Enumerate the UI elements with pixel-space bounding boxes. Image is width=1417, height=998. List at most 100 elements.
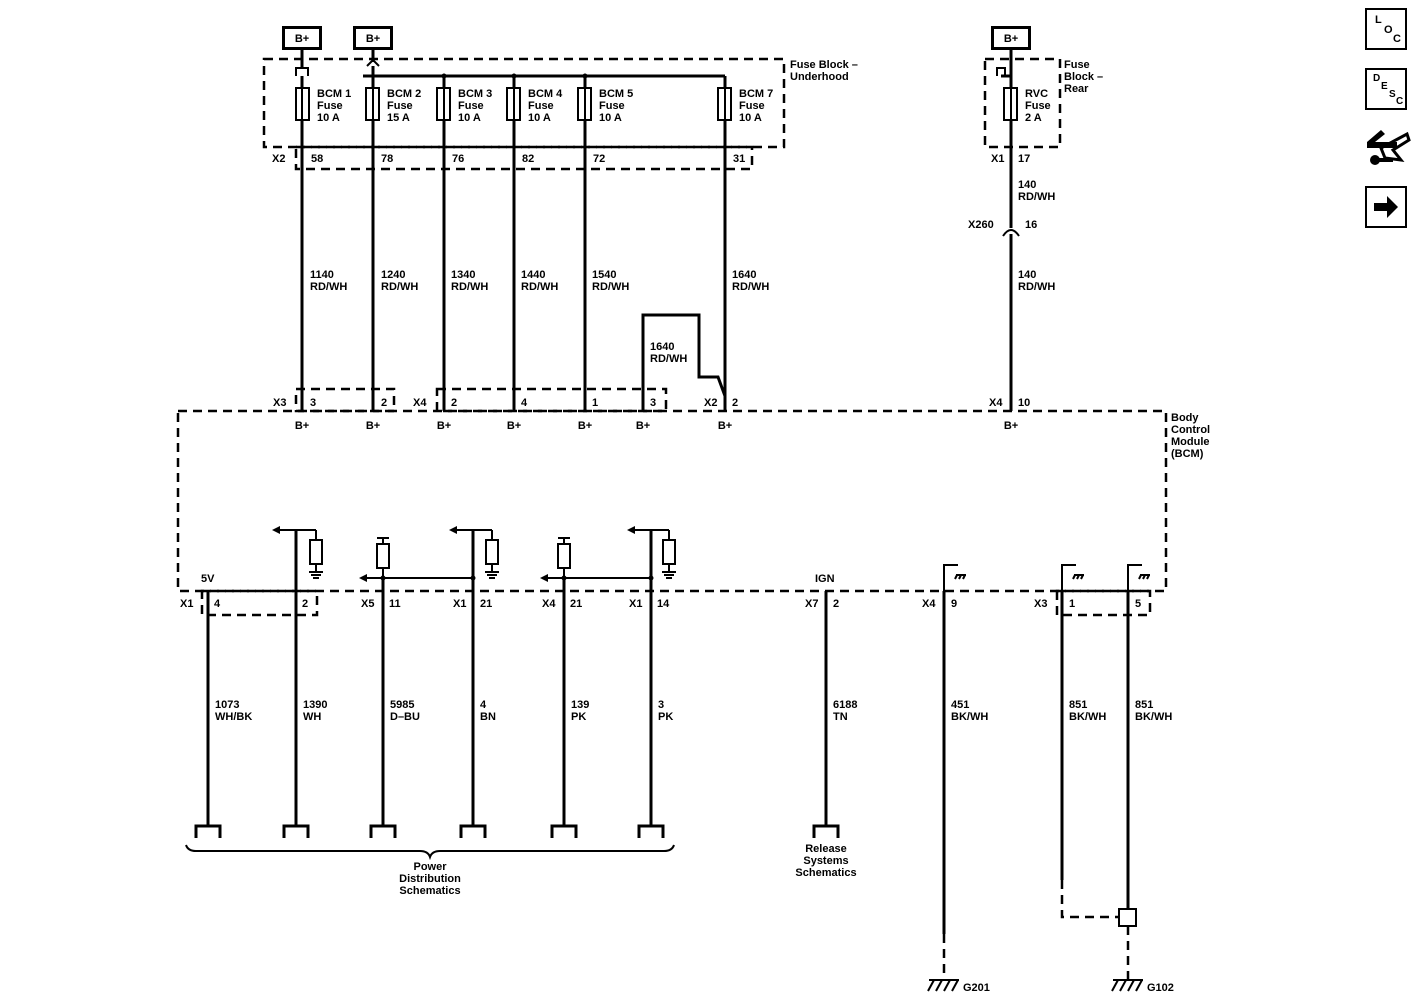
svg-text:1640: 1640 xyxy=(650,341,674,353)
svg-text:Fuse: Fuse xyxy=(1064,59,1090,71)
svg-text:4: 4 xyxy=(214,598,221,610)
svg-text:IGN: IGN xyxy=(815,573,835,585)
svg-text:Power: Power xyxy=(413,861,447,873)
svg-text:Fuse: Fuse xyxy=(458,100,484,112)
loc-icon[interactable]: L O C xyxy=(1365,8,1407,50)
svg-text:RD/WH: RD/WH xyxy=(1018,191,1055,203)
svg-text:BCM 5: BCM 5 xyxy=(599,88,633,100)
svg-text:PK: PK xyxy=(658,711,673,723)
svg-text:851: 851 xyxy=(1135,699,1153,711)
svg-text:X260: X260 xyxy=(968,219,994,231)
svg-text:RD/WH: RD/WH xyxy=(521,281,558,293)
svg-text:D–BU: D–BU xyxy=(390,711,420,723)
svg-text:10 A: 10 A xyxy=(599,112,622,124)
svg-text:B+: B+ xyxy=(437,420,451,432)
svg-text:B+: B+ xyxy=(1004,33,1018,45)
svg-text:X4: X4 xyxy=(542,598,556,610)
svg-text:3: 3 xyxy=(650,397,656,409)
ground-g201: G201 xyxy=(927,934,990,994)
svg-text:16: 16 xyxy=(1025,219,1037,231)
svg-text:Release: Release xyxy=(805,843,847,855)
svg-text:RD/WH: RD/WH xyxy=(451,281,488,293)
plug-icon xyxy=(1367,130,1411,165)
svg-text:1073: 1073 xyxy=(215,699,239,711)
svg-text:2: 2 xyxy=(833,598,839,610)
svg-text:RD/WH: RD/WH xyxy=(1018,281,1055,293)
svg-text:3: 3 xyxy=(658,699,664,711)
svg-text:X1: X1 xyxy=(180,598,193,610)
svg-text:X1: X1 xyxy=(991,153,1004,165)
svg-text:X4: X4 xyxy=(413,397,427,409)
svg-text:WH/BK: WH/BK xyxy=(215,711,252,723)
fuse-block-underhood: Fuse Block – Underhood BCM 1 Fuse xyxy=(262,50,858,171)
svg-text:1340: 1340 xyxy=(451,269,475,281)
svg-text:RD/WH: RD/WH xyxy=(310,281,347,293)
svg-text:B+: B+ xyxy=(366,33,380,45)
svg-text:X1: X1 xyxy=(629,598,642,610)
svg-text:21: 21 xyxy=(570,598,582,610)
svg-text:Control: Control xyxy=(1171,424,1210,436)
svg-text:Fuse: Fuse xyxy=(528,100,554,112)
svg-text:10 A: 10 A xyxy=(317,112,340,124)
svg-text:X3: X3 xyxy=(273,397,286,409)
svg-text:RD/WH: RD/WH xyxy=(592,281,629,293)
svg-text:139: 139 xyxy=(571,699,589,711)
svg-text:10 A: 10 A xyxy=(739,112,762,124)
svg-text:Block –: Block – xyxy=(1064,71,1103,83)
svg-text:2: 2 xyxy=(381,397,387,409)
svg-text:X7: X7 xyxy=(805,598,818,610)
svg-text:11: 11 xyxy=(389,598,401,610)
svg-text:RD/WH: RD/WH xyxy=(732,281,769,293)
svg-text:X2: X2 xyxy=(272,153,285,165)
svg-text:1: 1 xyxy=(1069,598,1075,610)
svg-text:B+: B+ xyxy=(295,420,309,432)
svg-text:G102: G102 xyxy=(1147,982,1174,994)
svg-text:Fuse: Fuse xyxy=(1025,100,1051,112)
svg-text:PK: PK xyxy=(571,711,586,723)
bplus-source-1: B+ xyxy=(282,26,322,50)
svg-text:3: 3 xyxy=(310,397,316,409)
bplus-source-3: B+ xyxy=(991,26,1031,50)
svg-text:BN: BN xyxy=(480,711,496,723)
svg-text:10: 10 xyxy=(1018,397,1030,409)
svg-text:B+: B+ xyxy=(578,420,592,432)
svg-text:5V: 5V xyxy=(201,573,215,585)
reference-terminals: Power Distribution Schematics Release Sy… xyxy=(185,824,857,897)
svg-text:X2: X2 xyxy=(704,397,717,409)
svg-text:Rear: Rear xyxy=(1064,83,1089,95)
svg-text:BCM 2: BCM 2 xyxy=(387,88,421,100)
svg-text:(BCM): (BCM) xyxy=(1171,448,1204,460)
svg-text:2: 2 xyxy=(302,598,308,610)
svg-text:4: 4 xyxy=(480,699,487,711)
svg-text:14: 14 xyxy=(657,598,670,610)
svg-text:Fuse: Fuse xyxy=(739,100,765,112)
fuse-block-rear: Fuse Block – Rear RVC Fuse 2 A X1 17 140… xyxy=(968,50,1103,411)
svg-text:851: 851 xyxy=(1069,699,1087,711)
bplus-source-2: B+ xyxy=(353,26,393,50)
svg-text:B+: B+ xyxy=(1004,420,1018,432)
connector-view-icon[interactable] xyxy=(1363,122,1411,172)
svg-text:TN: TN xyxy=(833,711,848,723)
svg-text:140: 140 xyxy=(1018,269,1036,281)
svg-text:1640: 1640 xyxy=(732,269,756,281)
svg-text:Distribution: Distribution xyxy=(399,873,461,885)
svg-text:RVC: RVC xyxy=(1025,88,1048,100)
svg-text:10 A: 10 A xyxy=(528,112,551,124)
output-wires: 1073 WH/BK 1390 WH 5985 D–BU 4 BN 139 PK… xyxy=(206,530,1172,934)
svg-text:Body: Body xyxy=(1171,412,1199,424)
desc-icon[interactable]: D E S C xyxy=(1365,68,1407,110)
svg-text:WH: WH xyxy=(303,711,321,723)
svg-text:Module: Module xyxy=(1171,436,1210,448)
svg-text:72: 72 xyxy=(593,153,605,165)
svg-text:15 A: 15 A xyxy=(387,112,410,124)
svg-text:78: 78 xyxy=(381,153,393,165)
svg-text:B+: B+ xyxy=(507,420,521,432)
svg-text:1240: 1240 xyxy=(381,269,405,281)
next-arrow-icon[interactable] xyxy=(1365,186,1407,228)
svg-text:B+: B+ xyxy=(366,420,380,432)
svg-text:X3: X3 xyxy=(1034,598,1047,610)
svg-text:31: 31 xyxy=(733,153,745,165)
svg-text:Fuse: Fuse xyxy=(317,100,343,112)
supply-wires: 1140 RD/WH 1240 RD/WH 1340 RD/WH 1440 RD… xyxy=(300,120,769,411)
